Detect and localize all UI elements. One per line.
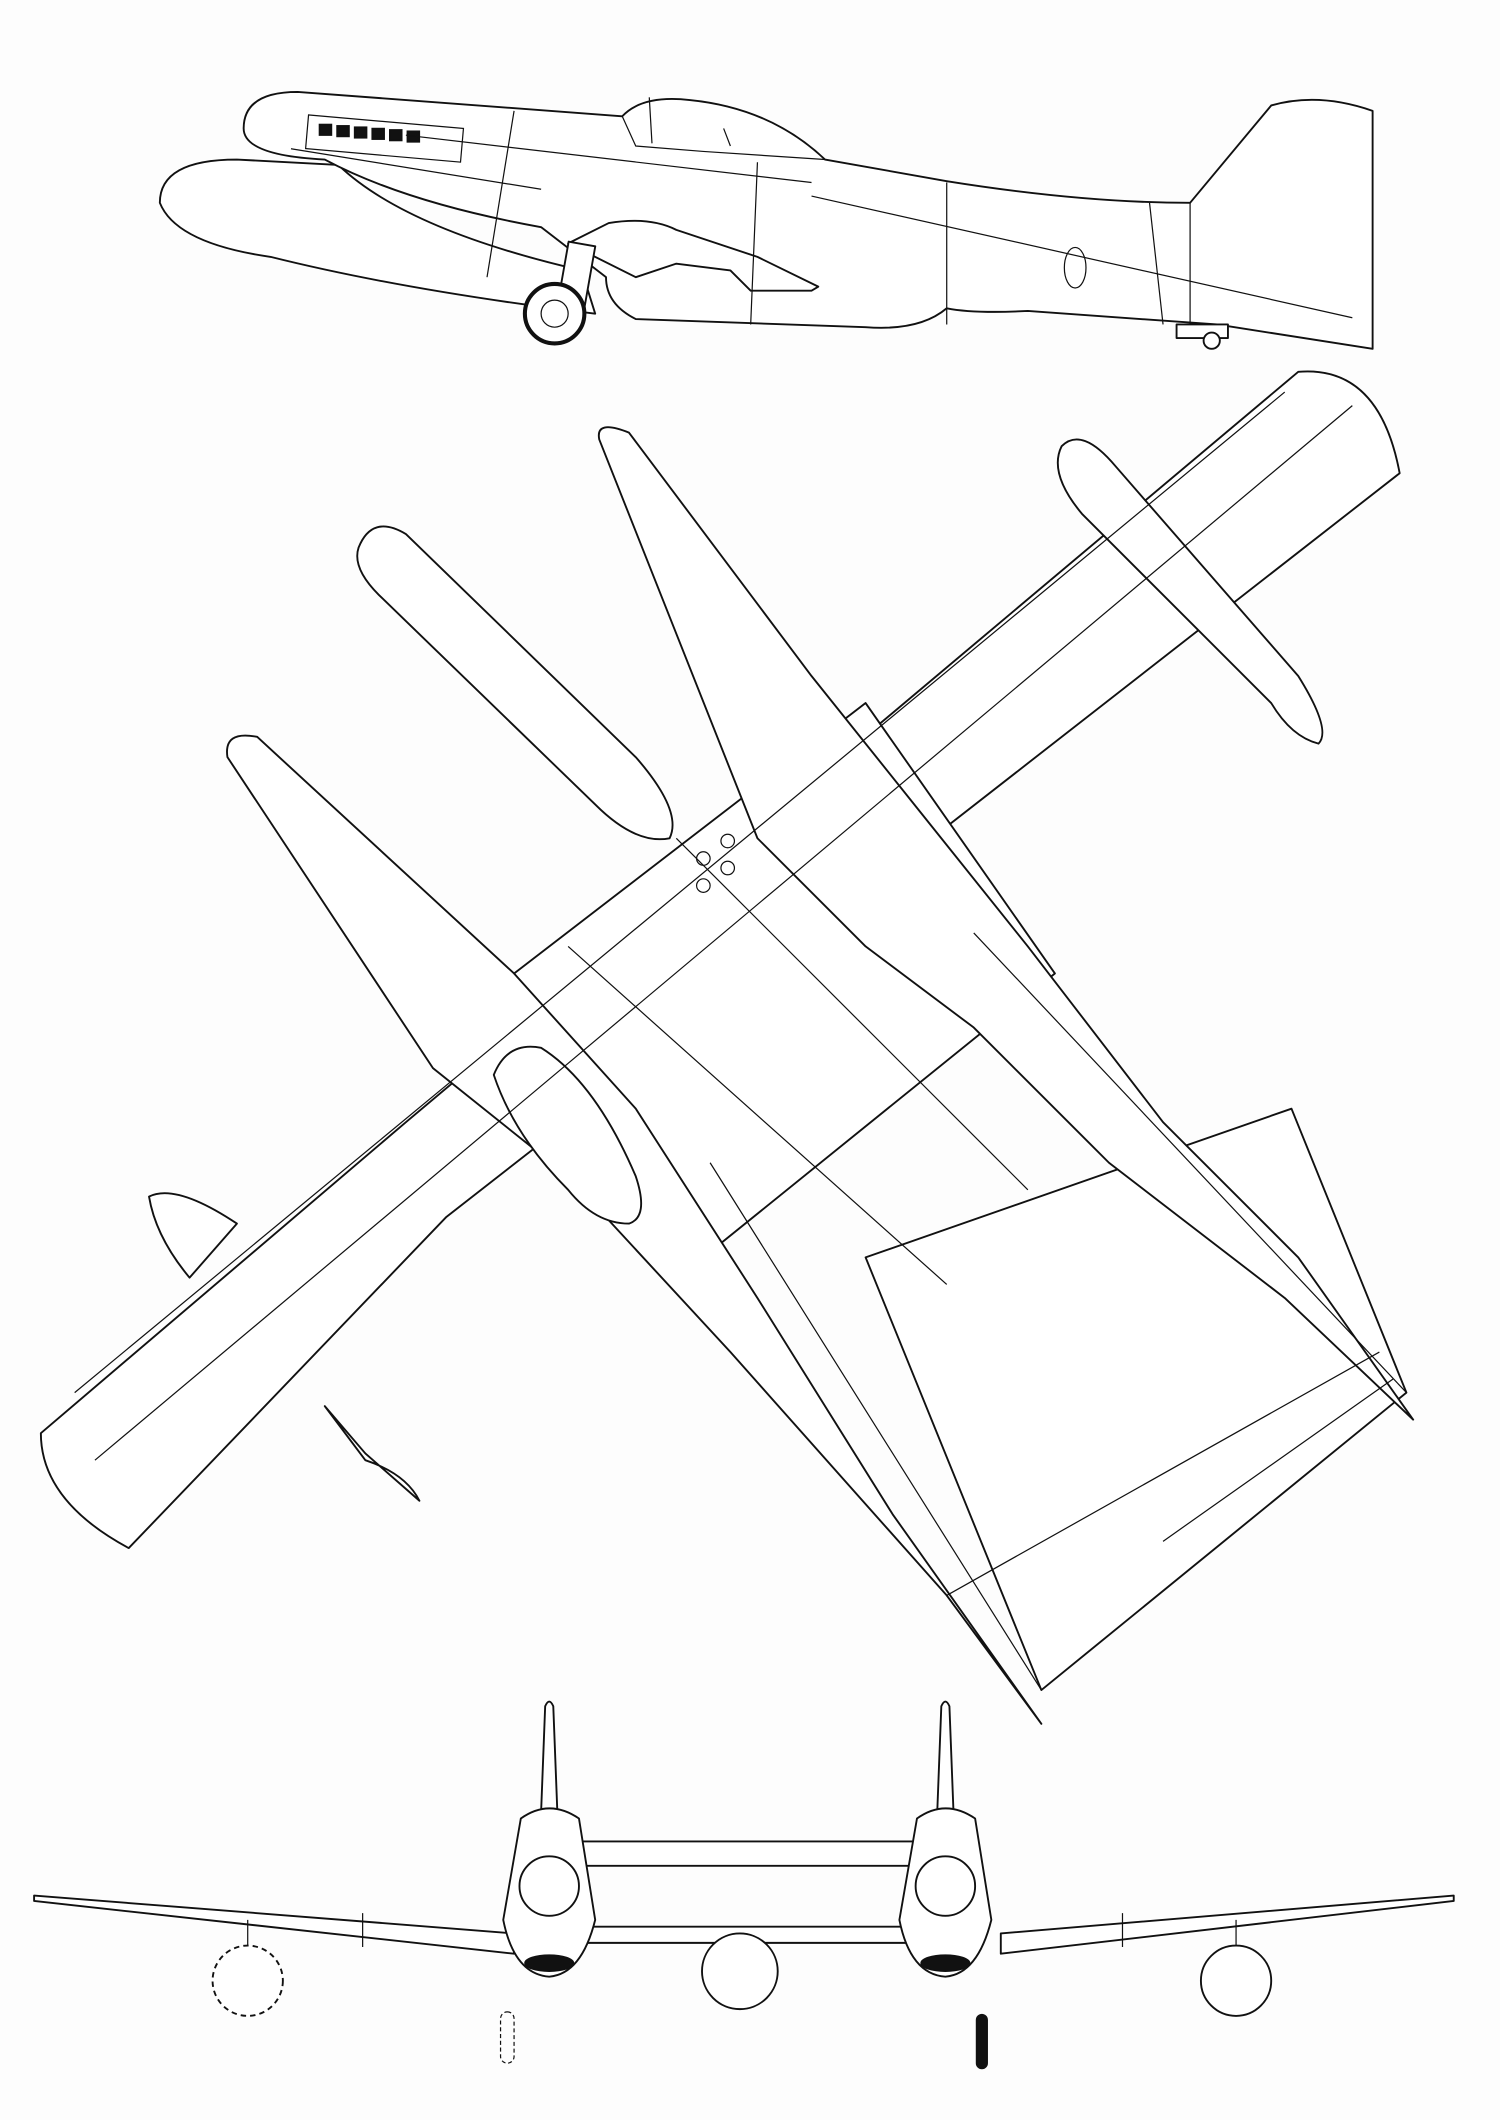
top-port <box>695 878 711 893</box>
front-view <box>33 1700 1455 2070</box>
top-view <box>39 370 1415 1725</box>
front-drop-tank-left <box>211 1944 284 2017</box>
top-horizontal-tail <box>864 1107 1408 1691</box>
side-main-wheel <box>522 281 587 346</box>
front-intake-left <box>524 1954 575 1972</box>
side-tail-wheel <box>1202 331 1221 350</box>
top-fin-lower <box>323 1405 421 1502</box>
top-drop-tank-left <box>356 525 674 841</box>
side-main-wheel-hub <box>540 299 569 328</box>
front-pylons <box>247 1913 1237 1947</box>
side-canopy <box>621 97 826 161</box>
side-fuselage <box>242 90 1374 350</box>
top-port <box>720 860 736 876</box>
front-landing-gear <box>975 2013 988 2070</box>
side-panel-lines <box>290 110 1353 325</box>
top-fuselage-right <box>597 426 1415 1421</box>
front-drop-tank-center <box>701 1932 779 2011</box>
top-port <box>720 833 736 849</box>
front-fin-right <box>936 1700 955 1813</box>
side-drop-tank <box>158 158 597 315</box>
front-fin-left <box>540 1700 559 1813</box>
top-canopy <box>492 1045 643 1225</box>
side-wing <box>567 219 820 292</box>
side-tail-gear <box>1175 323 1229 339</box>
side-exhaust-panel <box>304 114 465 163</box>
front-spinner-left <box>518 1855 580 1917</box>
front-retracted-gear <box>499 2011 515 2064</box>
side-hatch <box>1063 246 1087 289</box>
top-fuselage-left <box>226 734 1043 1725</box>
top-fin-left <box>148 1192 238 1279</box>
side-view <box>158 90 1374 350</box>
front-spinner-right <box>914 1855 977 1917</box>
front-intake-right <box>920 1954 971 1972</box>
top-drop-tank-right <box>1056 438 1324 745</box>
top-panel-lines <box>74 391 1407 1691</box>
front-drop-tank-right <box>1199 1944 1273 2017</box>
front-center-section <box>580 1840 921 1867</box>
top-port <box>695 851 711 866</box>
